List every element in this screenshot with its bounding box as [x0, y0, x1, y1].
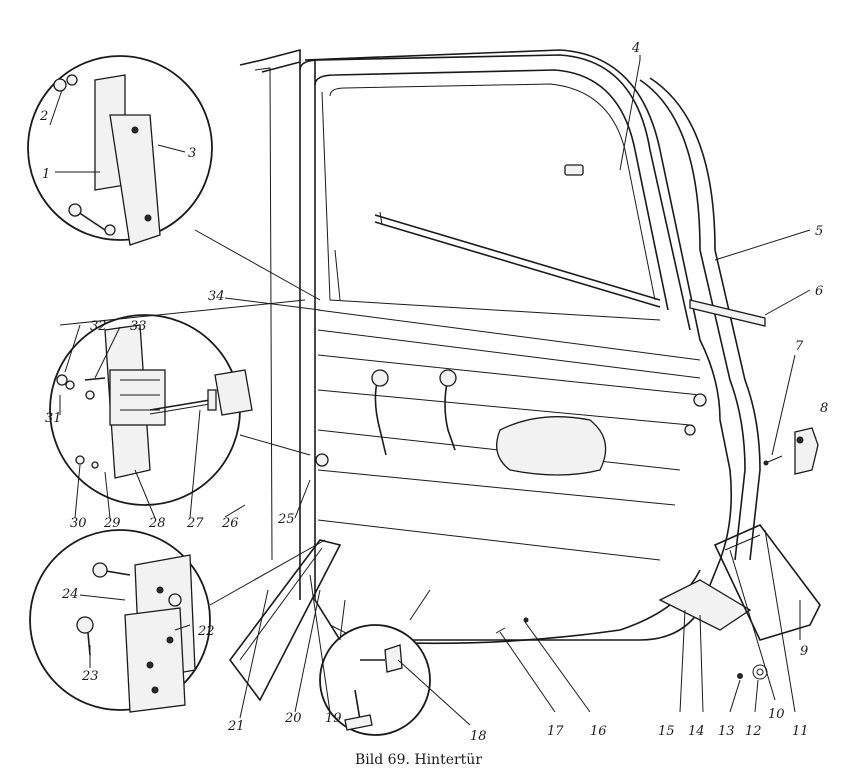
leader-lines	[49, 55, 811, 726]
detail-circle-top-hinge	[27, 55, 321, 301]
callout-labels: 1 2 3 4 5 6 7 8 9 10 11 12 13 14 15 16 1…	[39, 41, 828, 744]
callout-25: 25	[277, 512, 295, 527]
callout-13: 13	[718, 724, 735, 739]
callout-6: 6	[815, 284, 823, 299]
callout-26: 26	[221, 516, 239, 531]
callout-27: 27	[186, 516, 204, 531]
callout-21: 21	[227, 719, 245, 734]
callout-20: 20	[284, 711, 302, 726]
figure-caption: Bild 69. Hintertür	[355, 752, 482, 768]
callout-8: 8	[820, 401, 828, 416]
callout-18: 18	[470, 729, 487, 744]
callout-30: 30	[70, 516, 87, 531]
detail-circle-lower-hinge	[29, 529, 326, 713]
callout-17: 17	[547, 724, 564, 739]
callout-4: 4	[631, 41, 640, 56]
callout-24: 24	[61, 587, 79, 602]
callout-11: 11	[792, 724, 809, 739]
callout-14: 14	[688, 724, 705, 739]
callout-5: 5	[815, 224, 823, 239]
detail-circle-door-lock	[49, 299, 311, 506]
callout-19: 19	[325, 711, 342, 726]
callout-12: 12	[745, 724, 762, 739]
callout-1: 1	[42, 167, 50, 182]
callout-32: 32	[90, 319, 107, 334]
callout-10: 10	[768, 707, 785, 722]
callout-7: 7	[795, 339, 804, 354]
callout-9: 9	[800, 644, 808, 659]
callout-23: 23	[81, 669, 99, 684]
callout-33: 33	[130, 319, 147, 334]
door-body	[229, 48, 821, 702]
callout-16: 16	[590, 724, 607, 739]
callout-15: 15	[658, 724, 675, 739]
callout-28: 28	[148, 516, 166, 531]
callout-2: 2	[39, 109, 48, 124]
callout-29: 29	[103, 516, 121, 531]
callout-3: 3	[188, 146, 196, 161]
callout-34: 34	[208, 289, 225, 304]
callout-31: 31	[45, 411, 62, 426]
detail-circle-check-strap	[319, 599, 431, 736]
callout-22: 22	[197, 624, 215, 639]
